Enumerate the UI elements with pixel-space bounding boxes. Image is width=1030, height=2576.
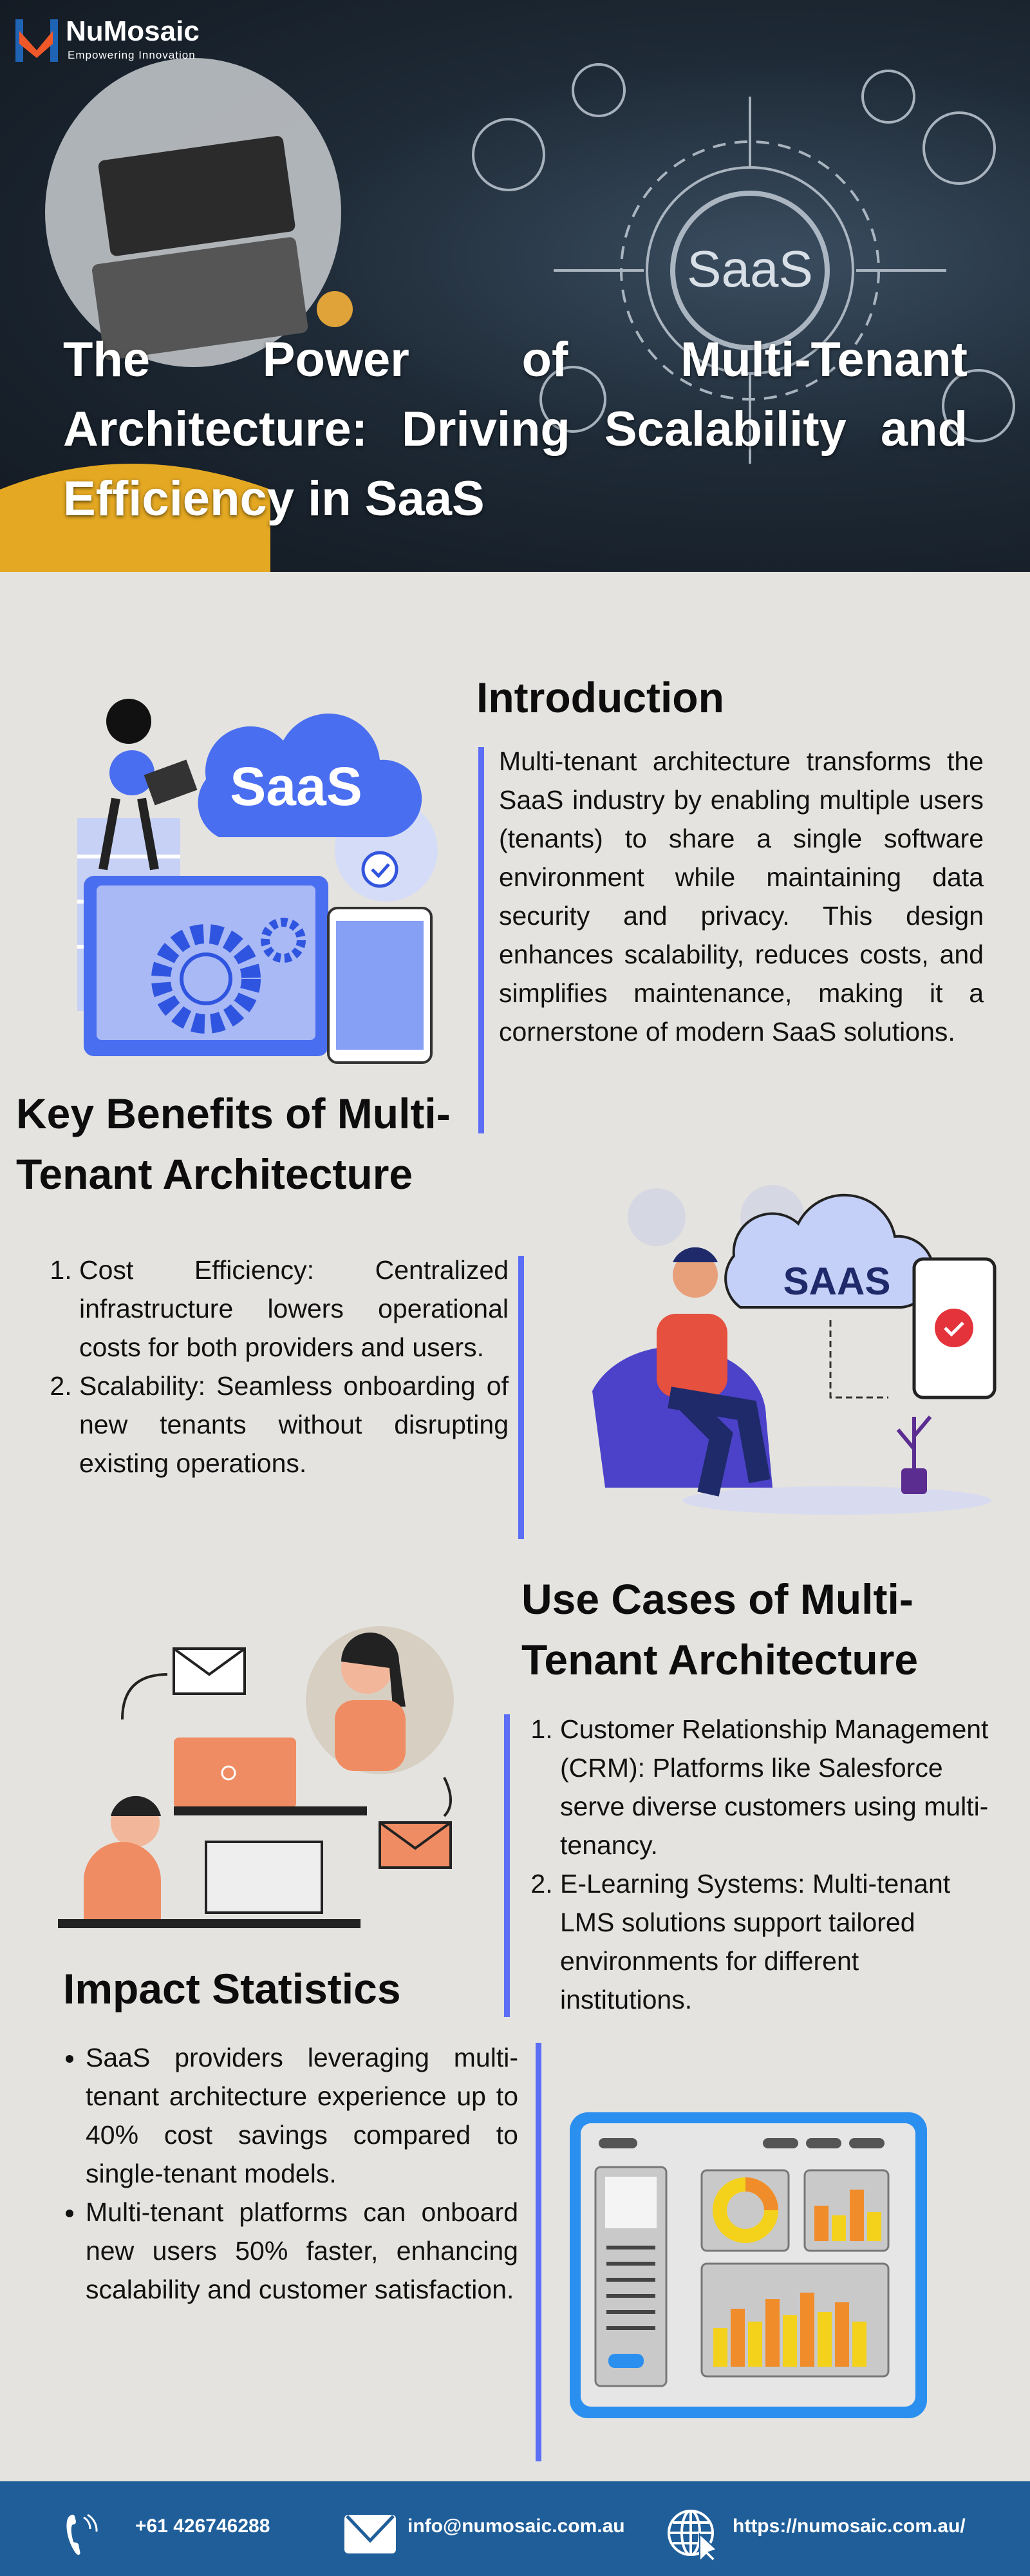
email-link[interactable]: info@numosaic.com.au — [407, 2515, 625, 2537]
use-cases-list: Customer Relationship Management (CRM): … — [523, 1710, 993, 2019]
brand-name: NuMosaic — [66, 15, 200, 47]
hero-background-illustration: SaaS — [0, 58, 1015, 572]
stats-accent-bar — [536, 2043, 541, 2461]
phone-icon — [66, 2514, 98, 2555]
website-link[interactable]: https://numosaic.com.au/ — [733, 2515, 966, 2537]
brand-tagline: Empowering Innovation — [68, 49, 196, 61]
use-cases-accent-bar — [504, 1714, 510, 2017]
benefits-accent-bar — [518, 1256, 524, 1539]
stats-list: SaaS providers leveraging multi-tenant a… — [48, 2038, 518, 2309]
saas-cloud-illustration: SaaS — [77, 699, 438, 1064]
phone-link[interactable]: +61 426746288 — [135, 2515, 270, 2537]
stat-item: SaaS providers leveraging multi-tenant a… — [86, 2038, 518, 2193]
email-icon — [344, 2515, 396, 2553]
benefit-item: Cost Efficiency: Centralized infrastruct… — [79, 1251, 509, 1367]
use-case-item: E-Learning Systems: Multi-tenant LMS sol… — [560, 1864, 993, 2019]
intro-accent-bar — [478, 747, 484, 1133]
stats-heading: Impact Statistics — [63, 1965, 401, 2012]
remote-communication-illustration — [58, 1626, 454, 1928]
numosaic-logo-icon — [15, 19, 58, 62]
use-cases-heading: Use Cases of Multi-Tenant Architecture — [521, 1575, 919, 1683]
intro-paragraph: Multi-tenant architecture transforms the… — [499, 746, 984, 1046]
benefits-list: Cost Efficiency: Centralized infrastruct… — [42, 1251, 509, 1482]
intro-heading: Introduction — [476, 674, 724, 721]
page-title: The Power of Multi-Tenant Architecture: … — [63, 332, 968, 526]
hero-saas-text: SaaS — [687, 240, 813, 298]
contact-footer: +61 426746288 info@numosaic.com.au https… — [0, 2481, 1030, 2576]
hero-banner: SaaS NuMosaic Empowering Innovation The … — [0, 0, 1030, 572]
use-case-item: Customer Relationship Management (CRM): … — [560, 1710, 993, 1864]
globe-cursor-icon — [668, 2510, 718, 2563]
dashboard-illustration — [570, 2112, 927, 2418]
svg-text:SAAS: SAAS — [783, 1260, 891, 1303]
benefits-heading: Key Benefits of Multi-Tenant Architectur… — [16, 1090, 451, 1198]
saas-user-illustration: SAAS — [592, 1185, 997, 1515]
benefit-item: Scalability: Seamless onboarding of new … — [79, 1367, 509, 1482]
stat-item: Multi-tenant platforms can onboard new u… — [86, 2193, 518, 2309]
svg-text:SaaS: SaaS — [230, 756, 362, 817]
